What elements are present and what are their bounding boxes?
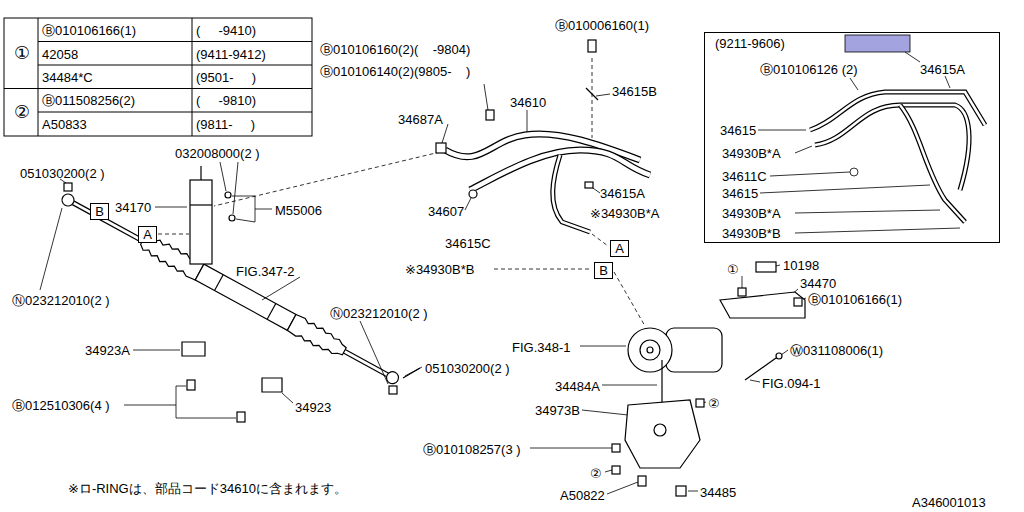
reference-box: B (90, 203, 109, 220)
table-cell: Ⓑ010106166(1) (42, 23, 136, 38)
leader-lines (40, 84, 806, 494)
table-cell: ② (14, 101, 30, 123)
part-number: 34485 (700, 485, 736, 500)
table-cell: Ⓑ011508256(2) (42, 93, 135, 108)
part-number: 34923A (85, 343, 130, 358)
callout-number: ① (727, 262, 739, 277)
part-number: 051030200(2 ) (20, 166, 105, 181)
rack-hardware (64, 166, 420, 422)
part-number: 10198 (783, 258, 819, 273)
part-number: 34470 (800, 276, 836, 291)
part-number: 34930B*B (722, 226, 781, 241)
footnote: ※ロ-RINGは、部品コード34610に含まれます。 (68, 481, 347, 496)
part-number: Ⓦ031108006(1) (790, 343, 883, 358)
inset-leaders (758, 52, 960, 233)
dashed-guides (158, 58, 645, 326)
panel-heading: (9211-9606) (715, 36, 785, 51)
part-number: ※34930B*A (590, 206, 659, 221)
part-number: 051030200(2 ) (425, 361, 510, 376)
part-number: Ⓑ012510306(4 ) (12, 398, 110, 413)
figure-reference: FIG.347-2 (236, 264, 295, 279)
power-steering-pump (612, 328, 722, 496)
part-number: 34615B (612, 84, 657, 99)
table-cell: ( -9810) (196, 93, 256, 108)
part-number: Ⓑ010106126 (2) (760, 62, 858, 77)
part-number: 032008000(2 ) (175, 146, 260, 161)
part-number: 34615A (920, 62, 965, 77)
part-number: 34607 (428, 204, 464, 219)
reference-letter: A (615, 241, 624, 256)
steering-rack (58, 188, 403, 389)
part-number: A50822 (560, 488, 605, 503)
part-number: Ⓝ023212010(2 ) (12, 293, 110, 308)
figure-reference: FIG.348-1 (512, 340, 571, 355)
part-number: 34611C (722, 169, 767, 184)
table-cell: 42058 (42, 47, 78, 62)
reference-letter: B (599, 263, 608, 278)
part-number: 34687A (398, 112, 443, 127)
reference-letter: B (95, 204, 104, 219)
part-number: 34973B (535, 403, 580, 418)
figure-reference: FIG.094-1 (762, 376, 821, 391)
callout-number: ② (590, 466, 602, 481)
table-cell: ( -9410) (196, 23, 256, 38)
reference-box: A (610, 240, 629, 257)
table-cell: 34484*C (42, 70, 93, 85)
part-number: Ⓑ010006160(1) (555, 18, 649, 33)
part-number: Ⓝ023212010(2 ) (330, 306, 428, 321)
part-number: 34615C (445, 236, 491, 251)
reference-letter: A (143, 227, 152, 242)
part-number: 34930B*A (722, 206, 781, 221)
part-number: 34484A (555, 379, 600, 394)
hose-fittings (436, 40, 598, 198)
part-number: 34930B*A (722, 146, 781, 161)
highlight-patch (845, 35, 910, 52)
part-number: 34615 (722, 186, 758, 201)
applicability-table (4, 18, 312, 136)
part-number: 34615A (600, 186, 645, 201)
reference-box: B (594, 262, 613, 279)
part-number: M55006 (275, 203, 322, 218)
part-number: 34615 (720, 123, 756, 138)
table-cell: (9811- ) (196, 117, 255, 132)
part-number: Ⓑ010106166(1) (808, 292, 902, 307)
table-cell: A50833 (42, 117, 87, 132)
part-number: 34923 (295, 400, 331, 415)
table-cell: (9411-9412) (196, 47, 266, 62)
part-number: 34610 (510, 95, 546, 110)
reference-box: A (138, 226, 157, 243)
table-cell: (9501- ) (196, 70, 256, 85)
part-number: Ⓑ010106140(2)(9805- ) (320, 64, 470, 79)
table-cell: ① (14, 42, 30, 64)
part-number: 34170 (115, 200, 151, 215)
callout-number: ② (708, 396, 720, 411)
part-number: Ⓑ010108257(3 ) (423, 442, 521, 457)
part-number: ※34930B*B (405, 262, 474, 277)
part-number: Ⓑ010106160(2)( -9804) (320, 42, 470, 57)
inset-hoses (810, 92, 985, 222)
diagram-code: A346001013 (912, 495, 986, 510)
pump-upper-bracket (720, 262, 805, 380)
